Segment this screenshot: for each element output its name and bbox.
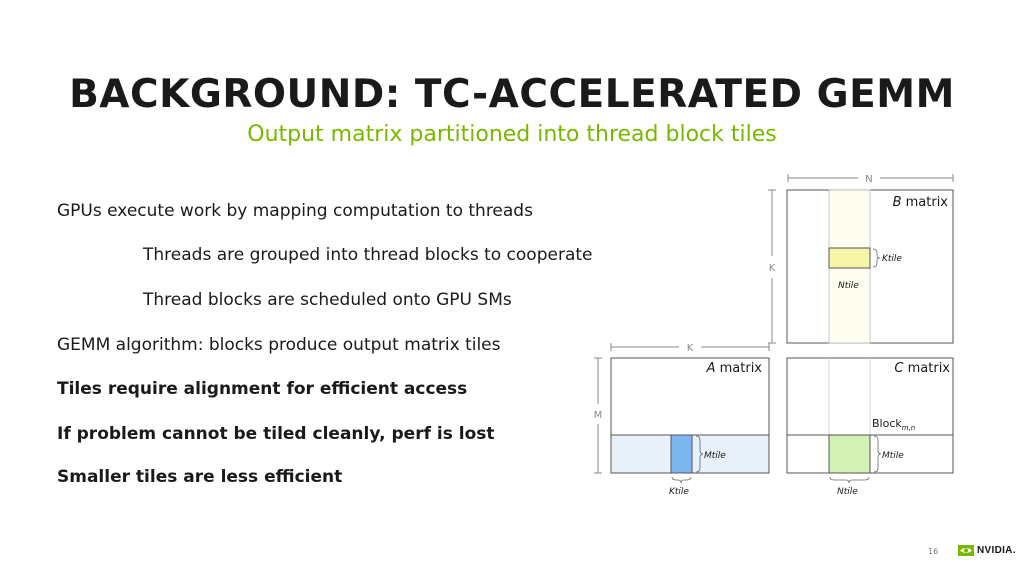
slide-title: BACKGROUND: TC-ACCELERATED GEMM [69, 72, 955, 117]
n-axis-label: N [865, 174, 872, 185]
nvidia-logo: NVIDIA. [958, 542, 1016, 558]
c-tile [828, 434, 871, 474]
bullet-item: Tiles require alignment for efficient ac… [57, 379, 468, 399]
k-vertical-axis-label: K [769, 263, 776, 274]
n-dimension-arrow [787, 174, 954, 182]
page-number: 16 [928, 547, 939, 556]
c-mtile-label: Mtile [882, 451, 904, 461]
nvidia-logo-text: NVIDIA. [977, 544, 1016, 556]
bullet-item: Smaller tiles are less efficient [57, 467, 343, 487]
a-mtile-label: Mtile [704, 451, 726, 461]
a-ktile-label: Ktile [669, 487, 689, 497]
b-ktile-label: Ktile [882, 254, 902, 264]
c-block-label: Blockm,n [872, 417, 915, 432]
c-matrix-label: C matrix [894, 361, 950, 376]
b-matrix-label: B matrix [893, 195, 949, 210]
bullet-item: If problem cannot be tiled cleanly, perf… [57, 424, 495, 444]
c-matrix [786, 357, 954, 484]
slide-subtitle: Output matrix partitioned into thread bl… [247, 122, 777, 147]
c-ntile-label: Ntile [837, 487, 858, 497]
a-matrix-label: A matrix [706, 361, 763, 376]
bullet-subitem: Thread blocks are scheduled onto GPU SMs [143, 290, 512, 310]
a-matrix [610, 357, 770, 484]
a-tile [670, 434, 693, 474]
k-horizontal-dimension-arrow [610, 343, 770, 351]
b-ntile-label: Ntile [838, 281, 859, 291]
m-dimension-arrow [594, 357, 602, 474]
bullet-item: GEMM algorithm: blocks produce output ma… [57, 335, 501, 355]
b-matrix [786, 189, 954, 344]
b-tile [828, 247, 871, 269]
bullet-subitem: Threads are grouped into thread blocks t… [143, 245, 593, 265]
k-horizontal-axis-label: K [687, 343, 694, 354]
m-axis-label: M [594, 410, 603, 421]
bullet-item: GPUs execute work by mapping computation… [57, 201, 533, 221]
nvidia-eye-icon [958, 544, 974, 556]
